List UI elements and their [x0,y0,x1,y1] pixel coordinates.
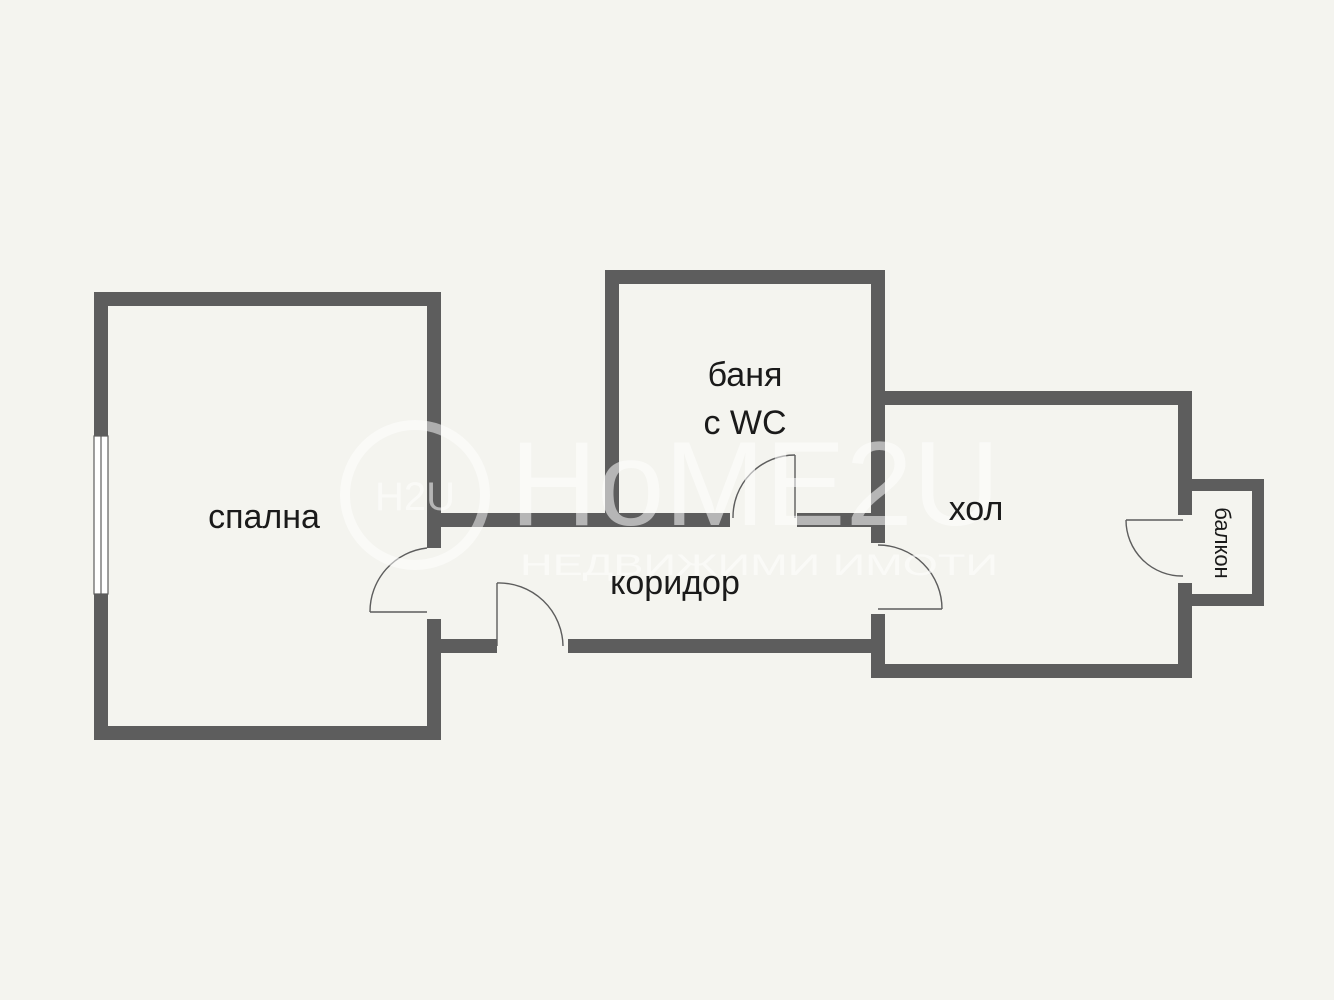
bedroom-window [93,435,109,595]
balcony-label: балкон [1210,507,1235,578]
bathroom-label-line1: баня [708,356,783,394]
watermark: H2U HoME2U НЕДВИЖИМИ ИМОТИ [340,417,1000,582]
entrance-door [496,582,564,647]
balcony-walls [1178,479,1264,606]
balcony-door [1125,519,1184,577]
hall-label: хол [949,490,1004,528]
bedroom-label: спална [208,498,320,536]
watermark-tagline: НЕДВИЖИМИ ИМОТИ [520,549,998,582]
corridor-walls [441,513,878,653]
hall-door [877,544,943,610]
watermark-logo-ring [340,420,490,570]
watermark-brand: HoME2U [510,417,1000,551]
bedroom-walls [94,292,441,740]
bathroom-label-line2: с WC [703,404,786,442]
watermark-logo-mark: H2U [375,475,455,519]
bedroom-door [369,547,428,613]
corridor-label: коридор [610,564,740,602]
bathroom-door [732,454,796,519]
